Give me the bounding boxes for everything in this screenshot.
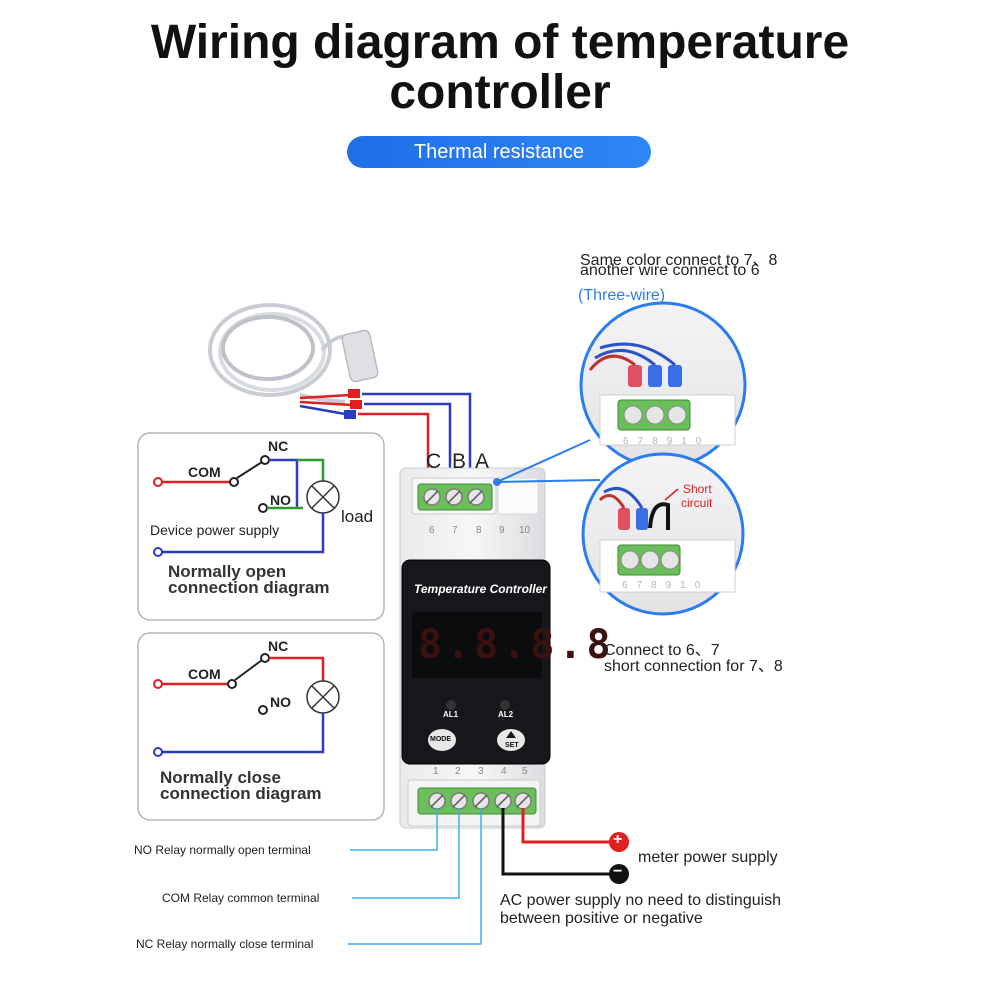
led-display: 8.8.8.8	[418, 622, 615, 668]
three-wire-zoom	[579, 301, 747, 469]
terminal-b-label: B	[452, 450, 467, 473]
terminal-number-5: 5	[522, 766, 528, 777]
screw-slot	[447, 490, 461, 504]
minus-terminal	[609, 864, 629, 884]
title-line-2: controller	[389, 66, 611, 119]
open-nc-label: NC	[268, 438, 289, 454]
mode-button: MODE	[430, 736, 451, 743]
screw-slot	[474, 794, 488, 808]
two-wire-zoom	[581, 452, 745, 616]
screw-slot	[425, 490, 439, 504]
sensor-wires	[358, 392, 472, 480]
screw-slot	[516, 794, 530, 808]
device-name: Temperature Controller	[414, 582, 547, 596]
device-power-supply-label: Device power supply	[150, 522, 280, 538]
three-wire-note-line-1: Same color connect to 7、8	[580, 252, 778, 269]
meter-power-supply-label: meter power supply	[638, 849, 778, 866]
three-wire-tag: (Three-wire)	[578, 287, 666, 304]
thermal-resistance-badge: Thermal resistance	[347, 136, 651, 168]
close-nc-label: NC	[268, 638, 289, 654]
al1-label: AL1	[443, 710, 459, 719]
terminal-number-10: 10	[519, 525, 531, 536]
relay-leader-lines	[348, 808, 482, 945]
screw-slot	[452, 794, 466, 808]
ac-power-note-line-1: AC power supply no need to distinguish	[500, 892, 782, 909]
terminal-number-1: 1	[433, 766, 439, 777]
screw-slot	[430, 794, 444, 808]
title-line-1: Wiring diagram of temperature	[150, 16, 850, 69]
screw-slot	[469, 490, 483, 504]
terminal-number-4: 4	[501, 766, 507, 777]
plus-terminal	[609, 832, 629, 852]
plus-sign: +	[613, 831, 623, 848]
zoom-connectors	[493, 439, 601, 486]
power-wires	[501, 808, 610, 876]
terminal-number-8: 8	[476, 525, 482, 536]
close-caption-line-1: Normally close	[160, 768, 281, 787]
set-button: SET	[505, 742, 519, 749]
sensor-leads	[299, 389, 362, 419]
terminal-number-2: 2	[455, 766, 461, 777]
close-caption-line-2: connection diagram	[160, 784, 322, 803]
probe-tip	[341, 329, 379, 383]
top-screws	[423, 488, 485, 506]
open-no-label: NO	[270, 492, 291, 508]
terminal-number-7: 7	[452, 525, 458, 536]
two-wire-note-line-1: Connect to 6、7	[604, 642, 720, 659]
relay-no-label: NO Relay normally open terminal	[134, 843, 311, 857]
terminal-c-label: C	[426, 450, 442, 473]
relay-com-label: COM Relay common terminal	[162, 891, 320, 905]
page-title: Wiring diagram of temperature controller	[0, 18, 1000, 118]
short-circuit-line-1: Short	[683, 482, 712, 496]
terminal-number-3: 3	[478, 766, 484, 777]
relay-nc-label: NC Relay normally close terminal	[136, 937, 314, 951]
two-wire-note-line-2: short connection for 7、8	[604, 658, 783, 675]
al2-label: AL2	[498, 710, 514, 719]
terminal-a-label: A	[475, 450, 490, 473]
screw-slot	[496, 794, 510, 808]
zoom1-terminal-numbers: 678910	[623, 436, 711, 447]
zoom2-terminal-numbers: 678910	[622, 580, 710, 591]
short-circuit-line-2: circuit	[681, 496, 713, 510]
terminal-number-9: 9	[499, 525, 505, 536]
ac-power-note-line-2: between positive or negative	[500, 910, 703, 927]
three-wire-note-line-2: another wire connect to 6	[580, 262, 760, 279]
open-caption-line-2: connection diagram	[168, 578, 330, 597]
load-label: load	[341, 507, 374, 526]
terminal-number-6: 6	[429, 525, 435, 536]
minus-sign: −	[613, 863, 623, 880]
close-no-label: NO	[270, 694, 291, 710]
normally-close-panel	[137, 632, 385, 821]
open-com-label: COM	[188, 464, 221, 480]
rtd-sensor-probe	[208, 303, 354, 404]
open-caption-line-1: Normally open	[168, 562, 287, 581]
close-com-label: COM	[188, 666, 221, 682]
normally-open-panel	[137, 432, 385, 621]
